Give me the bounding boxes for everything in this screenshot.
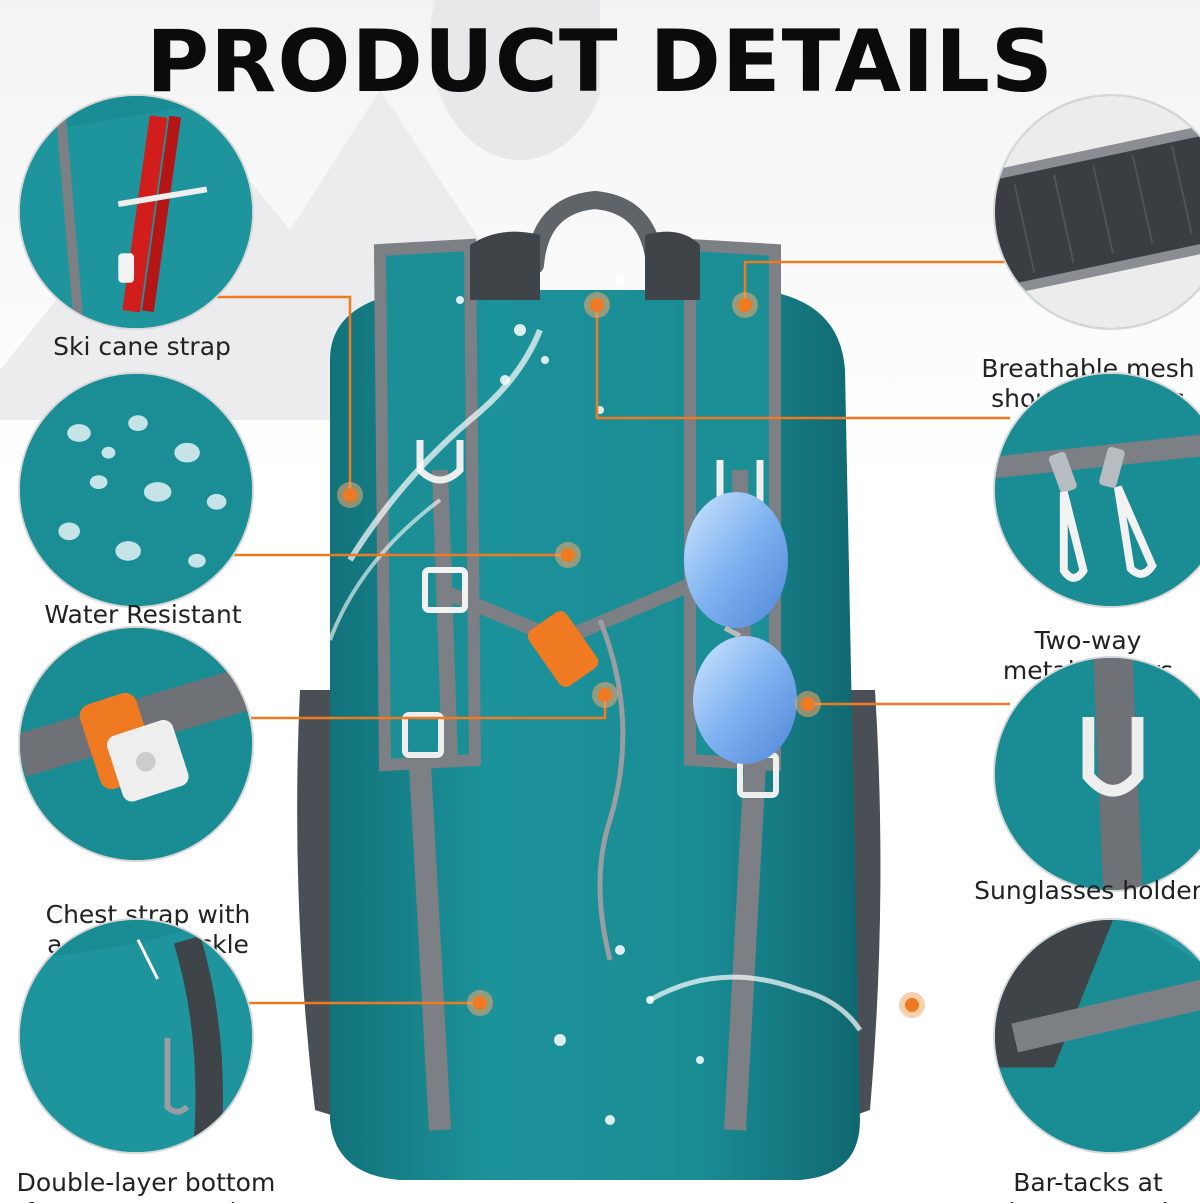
bar-tacks-detail-image	[993, 918, 1200, 1154]
stitching-icon	[995, 920, 1200, 1152]
water-resistant-label: Water Resistant	[0, 600, 293, 630]
breathable-mesh-detail-image	[993, 94, 1200, 330]
water-droplets-icon	[20, 374, 252, 606]
d-ring-icon	[995, 658, 1200, 890]
chest-strap-detail-image	[18, 626, 254, 862]
mesh-strap-icon	[995, 96, 1200, 328]
ski-cane-strap-label: Ski cane strap	[0, 332, 292, 362]
sunglasses-holder-label: Sunglasses holder	[938, 876, 1200, 906]
ski-pole-icon	[20, 96, 252, 328]
feature-label-text: Double-layer bottom for extra protection	[16, 1168, 276, 1203]
feature-label-text: Ski cane strap	[53, 332, 231, 361]
double-layer-bottom-label: Double-layer bottom for extra protection	[0, 1138, 296, 1203]
feature-label-text: Sunglasses holder	[974, 876, 1200, 905]
sunglasses-holder-detail-image	[993, 656, 1200, 892]
ski-cane-strap-detail-image	[18, 94, 254, 330]
feature-label-text: Water Resistant	[44, 600, 242, 629]
double-layer-bottom-detail-image	[18, 918, 254, 1154]
whistle-buckle-icon	[20, 628, 252, 860]
two-way-zippers-detail-image	[993, 372, 1200, 608]
page-title: PRODUCT DETAILS	[146, 12, 1054, 112]
water-resistant-detail-image	[18, 372, 254, 608]
bar-tacks-label: Bar-tacks at major stress points	[938, 1138, 1200, 1203]
feature-label-text: Bar-tacks at major stress points	[969, 1168, 1200, 1203]
zipper-pulls-icon	[995, 374, 1200, 606]
bottom-panel-icon	[20, 920, 252, 1152]
